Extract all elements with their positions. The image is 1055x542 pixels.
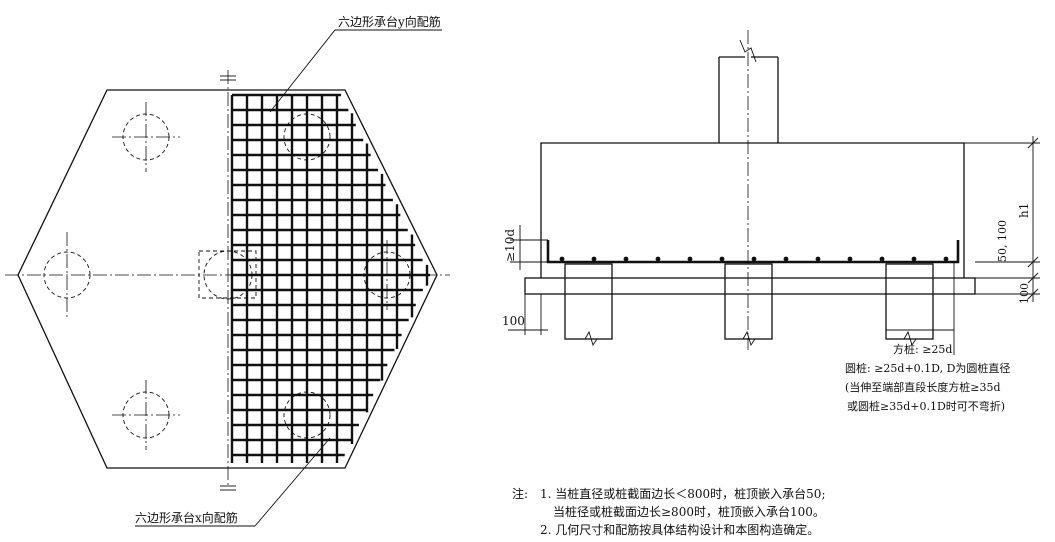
bend-note-line2: 或圆桩≥35d+0.1D时可不弯折) (847, 399, 1005, 413)
section-view: ≥10d h1 50, 100 100 100 方桩: ≥25d 圆桩: ≥25… (502, 30, 1040, 413)
pile-middle-section (724, 263, 773, 340)
notes: 注: 1. 当桩直径或桩截面边长＜800时，桩顶嵌入承台50; 当桩径或桩截面边… (512, 486, 825, 537)
dim-50-100-label: 50, 100 (996, 220, 1009, 262)
rebar-dot (943, 256, 949, 262)
pile-middle-break (725, 330, 772, 347)
rebar-dot (719, 256, 725, 262)
rebar-dot (655, 256, 661, 262)
pile-top-right (283, 102, 331, 172)
pile-bottom-right (283, 380, 331, 450)
rebar-dot (847, 256, 853, 262)
bend-note-line1: (当伸至端部直段长度方桩≥35d (845, 380, 1001, 394)
square-pile-note: 方桩: ≥25d (893, 342, 952, 356)
pile-left-section (564, 263, 613, 340)
pile-left-break (565, 330, 612, 347)
column-outline (198, 250, 257, 299)
x-rebar-label: 六边形承台x向配筋 (135, 510, 238, 525)
cushion-layer (524, 277, 976, 295)
pile-right-section (885, 263, 934, 340)
rebar-dot (815, 256, 821, 262)
rebar-dot (783, 256, 789, 262)
note-1b: 当桩径或桩截面边长≥800时，桩顶嵌入承台100。 (553, 504, 825, 519)
pile-right (363, 240, 411, 310)
note-1a: 1. 当桩直径或桩截面边长＜800时，桩顶嵌入承台50; (540, 486, 825, 501)
rebar-dots (559, 256, 949, 262)
rebar-mesh (230, 93, 430, 463)
hexagon-cap-outline (17, 89, 438, 469)
x-rebar-leader-slant (254, 437, 331, 527)
column-break-mark (739, 39, 757, 63)
rebar-dot (879, 256, 885, 262)
pile-right-break (886, 330, 933, 347)
rebar-dot (623, 256, 629, 262)
dim-h1-label: h1 (1017, 203, 1031, 218)
bottom-rebar (546, 240, 960, 264)
rebar-dot (911, 256, 917, 262)
dim-10d-label: ≥10d (503, 229, 517, 262)
pile-top-left (112, 102, 180, 172)
column-pile-circle (203, 250, 253, 300)
pile-bottom-left (112, 380, 180, 450)
note-2: 2. 几何尺寸和配筋按具体结构设计和本图构造确定。 (540, 522, 819, 537)
rebar-dot (559, 256, 565, 262)
plan-view: 六边形承台y向配筋 六边形承台x向配筋 (5, 14, 450, 527)
y-rebar-leader (269, 29, 442, 113)
rebar-dot (591, 256, 597, 262)
cap-body-outline (540, 142, 965, 278)
dim-100-right-label: 100 (1018, 283, 1031, 304)
y-rebar-label: 六边形承台y向配筋 (338, 14, 441, 29)
rebar-dot (687, 256, 693, 262)
rebar-dot (751, 256, 757, 262)
dim-100-left-label: 100 (502, 314, 525, 328)
pile-left (43, 232, 91, 318)
round-pile-note: 圆桩: ≥25d+0.1D, D为圆桩直径 (845, 361, 1010, 375)
notes-prefix: 注: (512, 486, 528, 501)
